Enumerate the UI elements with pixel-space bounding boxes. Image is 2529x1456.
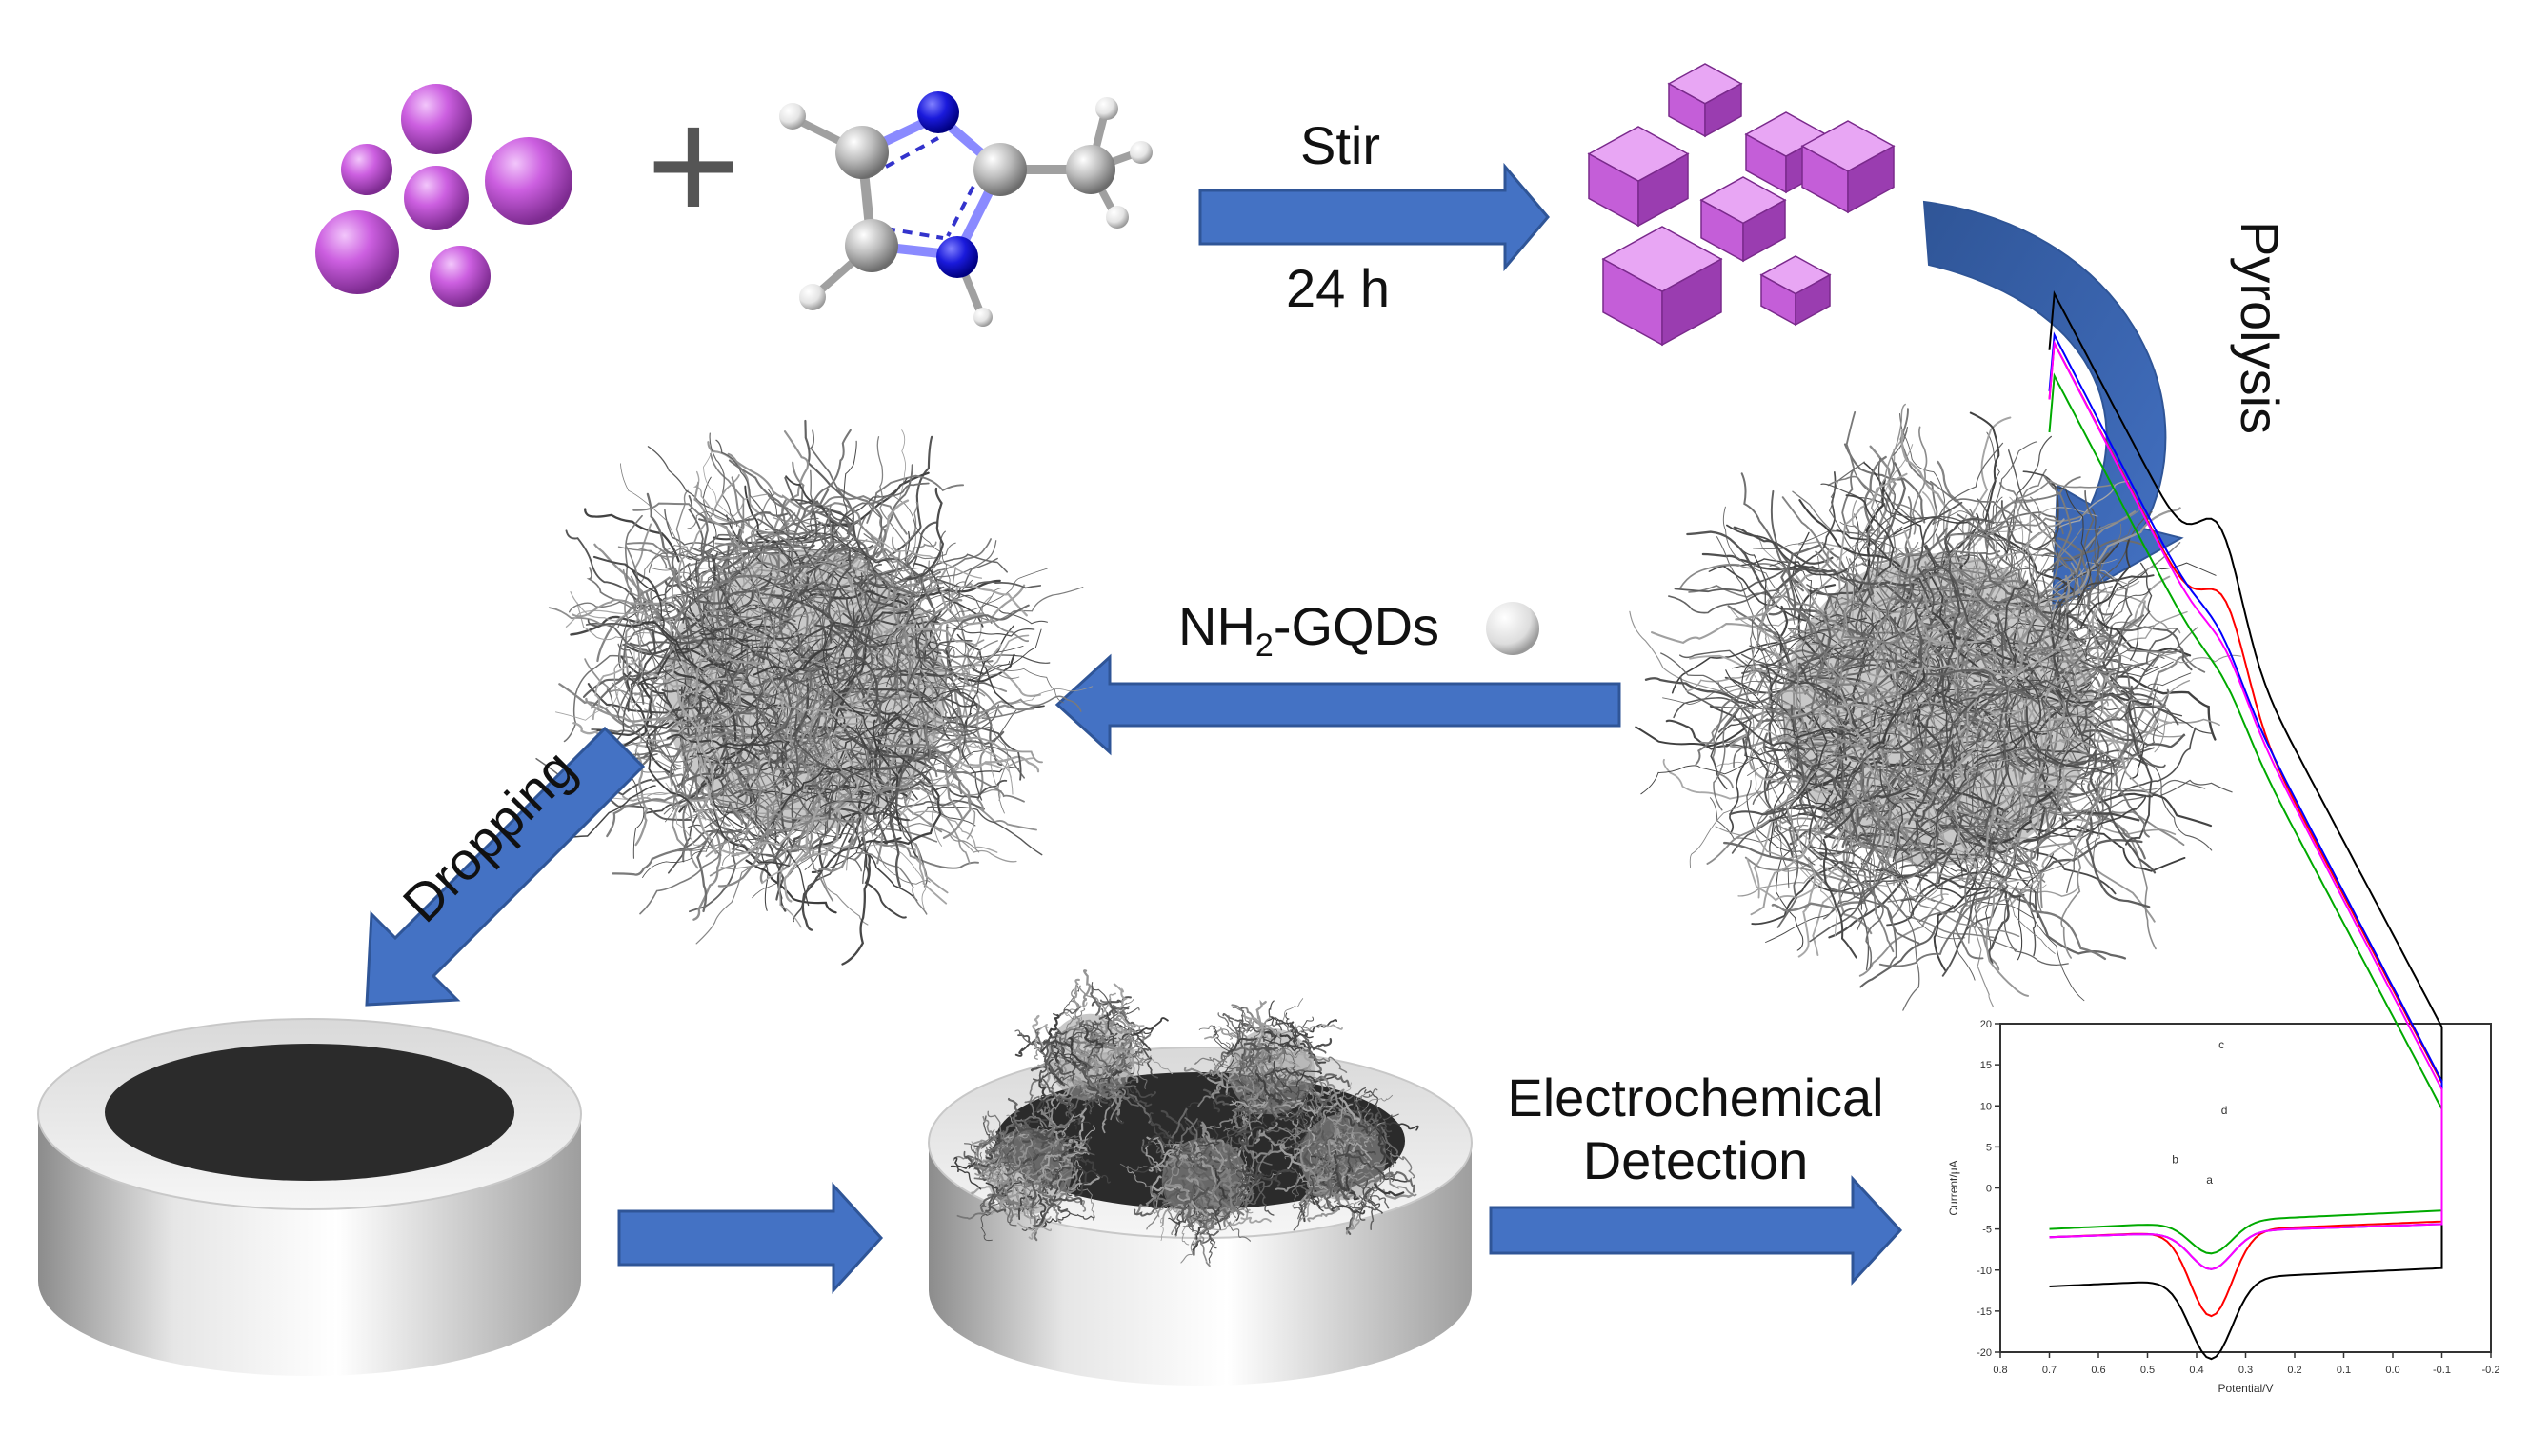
gqd-bead-icon [1486,602,1539,655]
metal-ion-spheres [315,84,572,307]
imidazole-molecule-icon [779,91,1153,327]
x-tick-label: 0.2 [2287,1365,2301,1376]
cv-series-line [2048,339,2443,1270]
cv-chart: 0.8 0.7 0.6 0.5 0.4 0.3 0.2 0.1 0.0 -0.1 -0.2 20 15 1… [1947,290,2500,1395]
x-tick-label: -0.1 [2433,1365,2451,1376]
y-tick-label: 10 [1980,1101,1992,1112]
x-tick-label: 0.0 [2385,1365,2399,1376]
y-tick-label: 15 [1980,1060,1992,1071]
detection-label: Electrochemical Detection [1486,1067,1905,1192]
y-tick-label: 20 [1980,1019,1992,1030]
dropping-arrow [365,726,646,1007]
gqd-arrow [1054,653,1621,756]
modified-electrode [928,969,1473,1386]
modify-arrow [617,1182,884,1294]
y-axis-label: Current/μA [1947,1160,1960,1215]
x-tick-label: 0.5 [2140,1365,2155,1376]
x-tick-label: 0.4 [2189,1365,2203,1376]
nanotube-cluster [1183,998,1354,1152]
crystal-cube [1667,63,1743,138]
plus-sign: + [646,75,740,256]
stir-arrow [1198,162,1550,272]
series-label: b [2172,1153,2178,1167]
crystal-cube [1699,176,1787,263]
x-tick-label: -0.2 [2482,1365,2500,1376]
chart-frame [1999,1023,2492,1353]
detection-label-line1: Electrochemical [1507,1067,1884,1127]
crystal-cube [1601,226,1723,347]
gqd-label: NH2-GQDs [1178,595,1439,665]
time-label: 24 h [1286,258,1390,318]
gqd-label-prefix: NH [1178,596,1255,656]
y-tick-label: -20 [1977,1347,1992,1359]
nanotube-cluster [1014,969,1174,1147]
crystal-cube [1587,126,1690,228]
pyrolysis-label: Pyrolysis [2230,221,2290,435]
x-tick-label: 0.6 [2091,1365,2105,1376]
y-tick-label: -10 [1977,1266,1992,1277]
crystal-cube [1759,255,1832,327]
pyrolysis-arrow [1922,200,2184,611]
series-label: c [2218,1038,2224,1051]
x-axis-label: Potential/V [2218,1382,2273,1395]
y-tick-label: 5 [1986,1142,1992,1153]
gqd-label-suffix: -GQDs [1273,596,1440,656]
zif-crystals [1587,63,1896,347]
carbon-nanotube-ball-left [535,419,1094,966]
y-tick-label: -15 [1977,1306,1992,1318]
x-tick-label: 0.7 [2042,1365,2057,1376]
detection-label-line2: Detection [1582,1130,1809,1190]
gqd-label-subscript: 2 [1254,628,1274,665]
y-tick-label: -5 [1982,1225,1992,1236]
series-label: a [2206,1173,2213,1187]
nanotube-cluster [950,1080,1111,1242]
x-tick-label: 0.1 [2337,1365,2351,1376]
y-tick-label: 0 [1986,1184,1992,1195]
series-label: d [2221,1104,2228,1117]
crystal-cube [1800,120,1896,214]
nanotube-cluster [1119,1102,1286,1267]
detection-arrow [1489,1175,1903,1286]
nanotube-cluster [1258,1076,1419,1235]
carbon-nanotube-ball-right [1629,403,2241,1011]
stir-label: Stir [1300,115,1380,175]
bare-electrode [37,1018,582,1376]
x-tick-label: 0.8 [1993,1365,2007,1376]
x-tick-label: 0.3 [2238,1365,2253,1376]
